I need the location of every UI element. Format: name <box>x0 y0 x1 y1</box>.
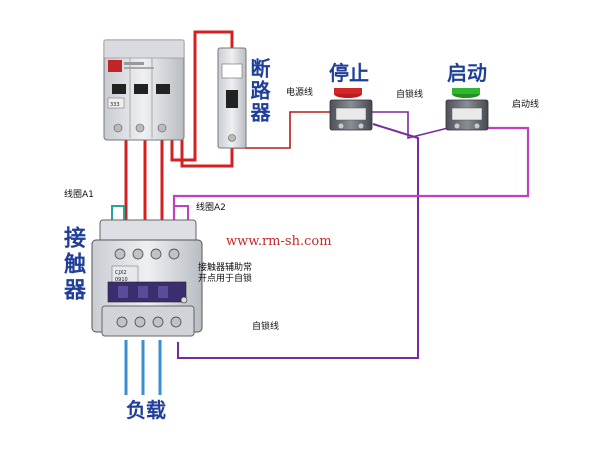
power-wire-line <box>232 111 332 149</box>
mcb-model-text: 333 <box>110 102 120 108</box>
contactor-device <box>91 219 203 337</box>
self-lock-wire-loop <box>177 123 419 359</box>
stop-button-device <box>329 88 373 131</box>
contactor-model-line1: CJX2 <box>115 270 127 276</box>
aux-note-line2: 开点用于自锁 <box>198 274 253 284</box>
self-lock-wire-top-label: 自锁线 <box>396 90 424 100</box>
start-label: 启动 <box>447 61 487 85</box>
watermark-text: www.rm-sh.com <box>226 234 332 249</box>
power-wire-label: 电源线 <box>286 88 314 98</box>
three-pole-breaker <box>103 39 185 141</box>
start-wire-line <box>172 126 530 240</box>
self-lock-wire-top-line <box>370 111 449 140</box>
single-pole-breaker <box>217 47 247 149</box>
breaker-label: 断路器 <box>247 58 271 124</box>
stop-label: 停止 <box>329 61 369 85</box>
aux-note-line1: 接触器辅助常 <box>198 263 253 273</box>
coil-a2-label: 线圈A2 <box>196 203 226 213</box>
control-feed-wire-2 <box>180 140 234 168</box>
self-lock-wire-bottom-label: 自锁线 <box>252 322 280 332</box>
start-button-device <box>445 88 489 131</box>
contactor-model-line2: 0910 <box>115 277 128 283</box>
contactor-label: 接触器 <box>60 226 85 304</box>
start-wire-label: 启动线 <box>512 100 540 110</box>
load-label: 负载 <box>126 398 166 422</box>
load-wires <box>124 340 162 395</box>
control-feed-wire <box>170 30 234 162</box>
coil-a1-label: 线圈A1 <box>64 190 94 200</box>
